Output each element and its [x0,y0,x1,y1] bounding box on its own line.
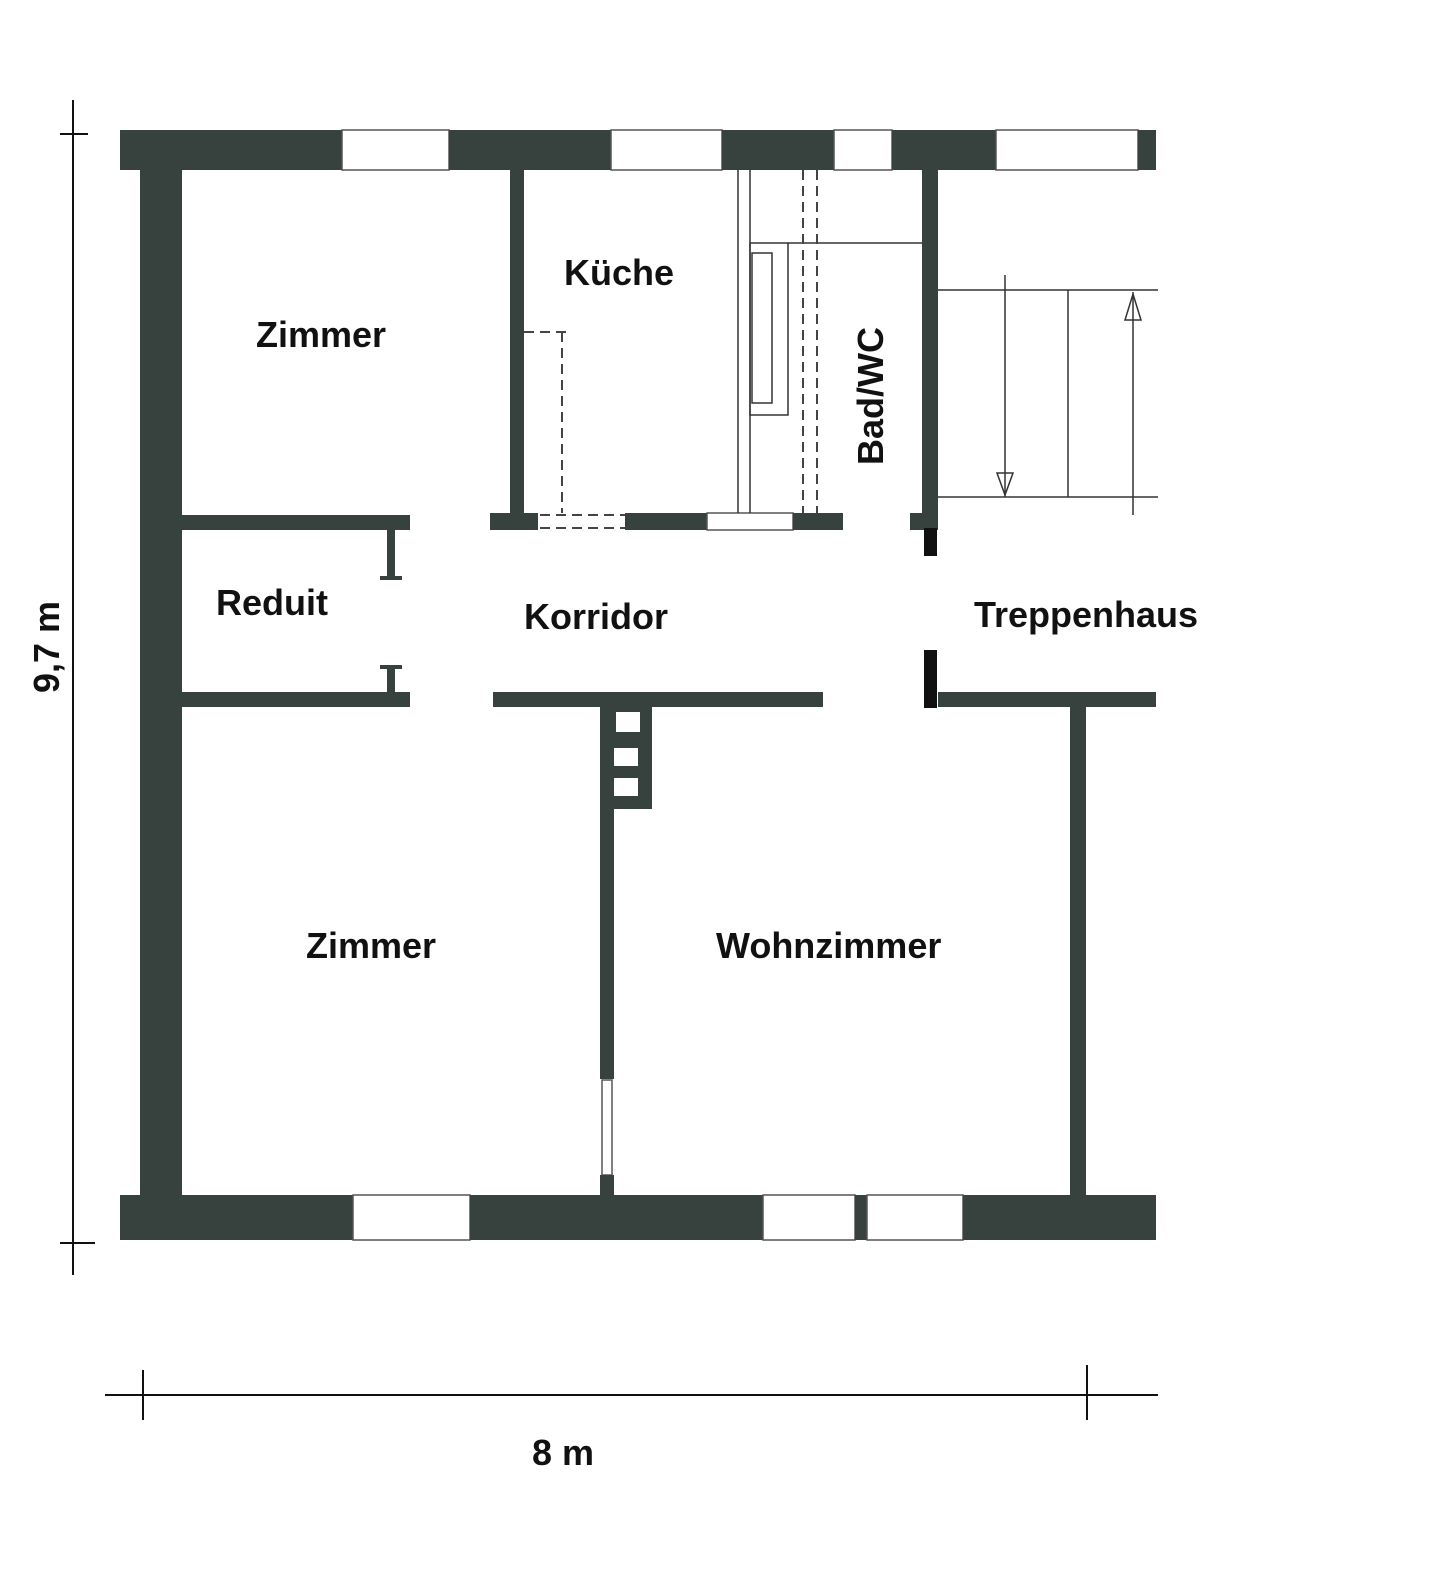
width-dimension-label: 8 m [532,1432,595,1473]
height-dimension-label: 9,7 m [26,600,67,693]
left-exterior-wall [140,170,182,1200]
wall-zimmer-kueche [510,170,524,515]
room-label-zimmer-top: Zimmer [256,314,387,355]
height-dimension-line [60,100,95,1275]
room-label-korridor: Korridor [524,596,668,637]
room-label-zimmer-bottom: Zimmer [306,925,437,966]
room-label-kueche: Küche [564,252,675,293]
bottom-exterior-wall [120,1194,1156,1241]
room-label-reduit: Reduit [216,582,328,623]
room-label-bad-wc: Bad/WC [850,327,891,465]
wall-bad-treppenhaus [922,170,938,530]
top-exterior-wall [120,129,1156,171]
stairs [938,275,1158,515]
room-label-wohnzimmer: Wohnzimmer [716,925,942,966]
room-label-treppenhaus: Treppenhaus [974,594,1199,635]
wall-zimmer-wohnzimmer [600,809,614,1079]
width-dimension-line [105,1365,1158,1420]
